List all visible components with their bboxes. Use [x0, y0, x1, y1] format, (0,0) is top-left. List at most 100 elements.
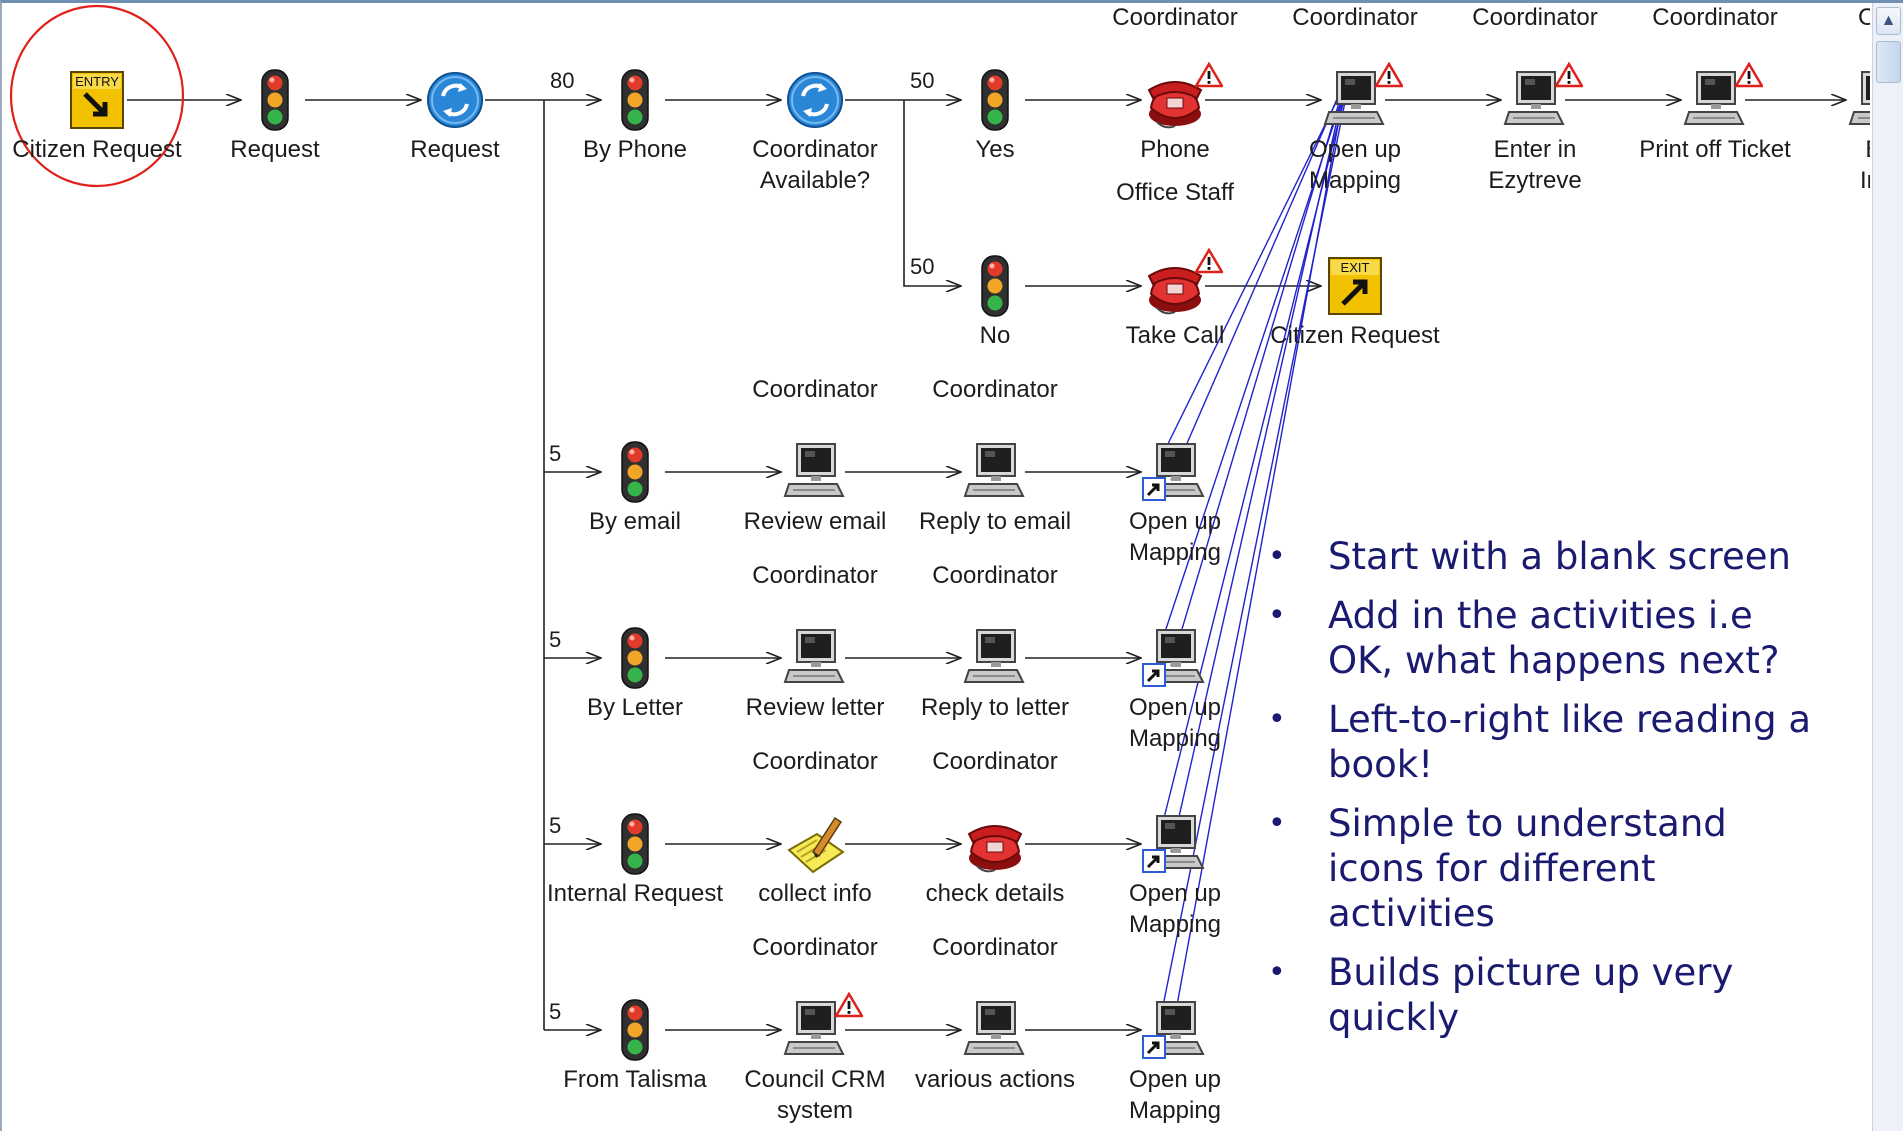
node-label: By Letter: [586, 694, 684, 721]
computer-icon: [1848, 68, 1870, 132]
traffic-light-icon: [603, 626, 667, 690]
warning-icon: [835, 992, 863, 1018]
scroll-thumb[interactable]: [1876, 41, 1901, 83]
main-step-node[interactable]: CooBa Inte: [1780, 4, 1870, 196]
vertical-scrollbar[interactable]: ▲: [1872, 3, 1903, 1131]
scroll-up-icon[interactable]: ▲: [1876, 7, 1901, 35]
connector-line: [1170, 75, 1348, 667]
channel-step-node[interactable]: Open up Mapping: [1075, 998, 1275, 1126]
traffic-light-icon: [963, 254, 1027, 318]
telephone-icon: [1143, 248, 1223, 318]
branch-count-email: 5: [549, 441, 562, 466]
node-label: Reply to email: [918, 508, 1072, 535]
node-label: Print off Ticket: [1639, 136, 1791, 163]
branch-count-yes: 50: [910, 68, 935, 93]
take-call-node[interactable]: Take Call: [1075, 248, 1275, 351]
main-step-node[interactable]: Request: [355, 68, 555, 165]
node-label: Open up Mapping: [1128, 880, 1222, 938]
role-label: Coordinator: [752, 376, 878, 403]
traffic-light-icon: [603, 812, 667, 876]
node-label: From Talisma: [563, 1066, 707, 1093]
computer-icon: [963, 998, 1027, 1062]
node-label: Phone: [1140, 136, 1210, 163]
node-label: Council CRM system: [744, 1066, 886, 1124]
traffic-light-icon: [963, 68, 1027, 132]
role-label: Coordinator: [932, 562, 1058, 589]
telephone-icon: [963, 812, 1027, 876]
channel-gate-node[interactable]: From Talisma: [535, 998, 735, 1095]
branch-count-talisma: 5: [549, 999, 562, 1024]
computer-icon: [1142, 812, 1207, 876]
note-item: Simple to understand icons for different…: [1262, 801, 1822, 936]
role-label: Coordinator: [1472, 4, 1598, 31]
warning-icon: [1735, 62, 1763, 88]
node-label: Open up Mapping: [1128, 694, 1222, 752]
role-label: Coordinator: [932, 376, 1058, 403]
exit-sign-icon: EXIT: [1323, 254, 1387, 318]
computer-icon: [1683, 62, 1763, 132]
node-label: Open up Mapping: [1128, 508, 1222, 566]
main-step-node[interactable]: By Phone: [535, 68, 735, 165]
no-gate-node[interactable]: No: [895, 254, 1095, 351]
shortcut-icon: [1142, 663, 1166, 687]
main-step-node[interactable]: Request: [175, 68, 375, 165]
note-item: Builds picture up very quickly: [1262, 950, 1822, 1040]
node-label: Citizen Request: [12, 136, 182, 163]
branch-count-no: 50: [910, 254, 935, 279]
channel-gate-node[interactable]: Internal Request: [535, 812, 735, 909]
node-label: Request: [410, 136, 500, 163]
computer-icon: [1142, 998, 1207, 1062]
computer-icon: [1142, 626, 1207, 690]
decision-icon: [423, 68, 487, 132]
node-label: Take Call: [1125, 322, 1225, 349]
traffic-light-icon: [243, 68, 307, 132]
node-label: Ba Inte: [1859, 136, 1870, 194]
channel-step-node[interactable]: Open up Mapping: [1075, 812, 1275, 940]
branch-count-top: 80: [550, 68, 575, 93]
highlight-circle: [9, 4, 185, 188]
node-label: By email: [588, 508, 682, 535]
channel-step-node[interactable]: Open up Mapping: [1075, 626, 1275, 754]
traffic-light-icon: [603, 440, 667, 504]
node-label: Yes: [975, 136, 1015, 163]
role-label: Coordinator: [932, 748, 1058, 775]
computer-icon: [783, 440, 847, 504]
traffic-light-icon: [603, 998, 667, 1062]
main-step-node[interactable]: Yes: [895, 68, 1095, 165]
main-step-node[interactable]: Coordinator Available?: [715, 68, 915, 196]
computer-icon: [963, 440, 1027, 504]
node-label: Enter in Ezytreve: [1488, 136, 1582, 194]
channel-step-node[interactable]: Open up Mapping: [1075, 440, 1275, 568]
channel-gate-node[interactable]: By email: [535, 440, 735, 537]
start-node[interactable]: ENTRY Citizen Request: [0, 68, 197, 165]
shortcut-icon: [1142, 477, 1166, 501]
svg-text:ENTRY: ENTRY: [75, 74, 119, 89]
computer-icon: [1323, 62, 1403, 132]
connector-line: [1170, 75, 1348, 853]
node-label: Review letter: [745, 694, 885, 721]
node-label: Coordinator Available?: [752, 136, 878, 194]
exit-node[interactable]: EXIT Citizen Request: [1255, 254, 1455, 351]
computer-icon: [783, 626, 847, 690]
connector-line: [1170, 75, 1348, 1039]
channel-gate-node[interactable]: By Letter: [535, 626, 735, 723]
warning-icon: [1375, 62, 1403, 88]
computer-icon: [963, 626, 1027, 690]
node-label: Citizen Request: [1270, 322, 1440, 349]
node-label: Internal Request: [546, 880, 724, 907]
